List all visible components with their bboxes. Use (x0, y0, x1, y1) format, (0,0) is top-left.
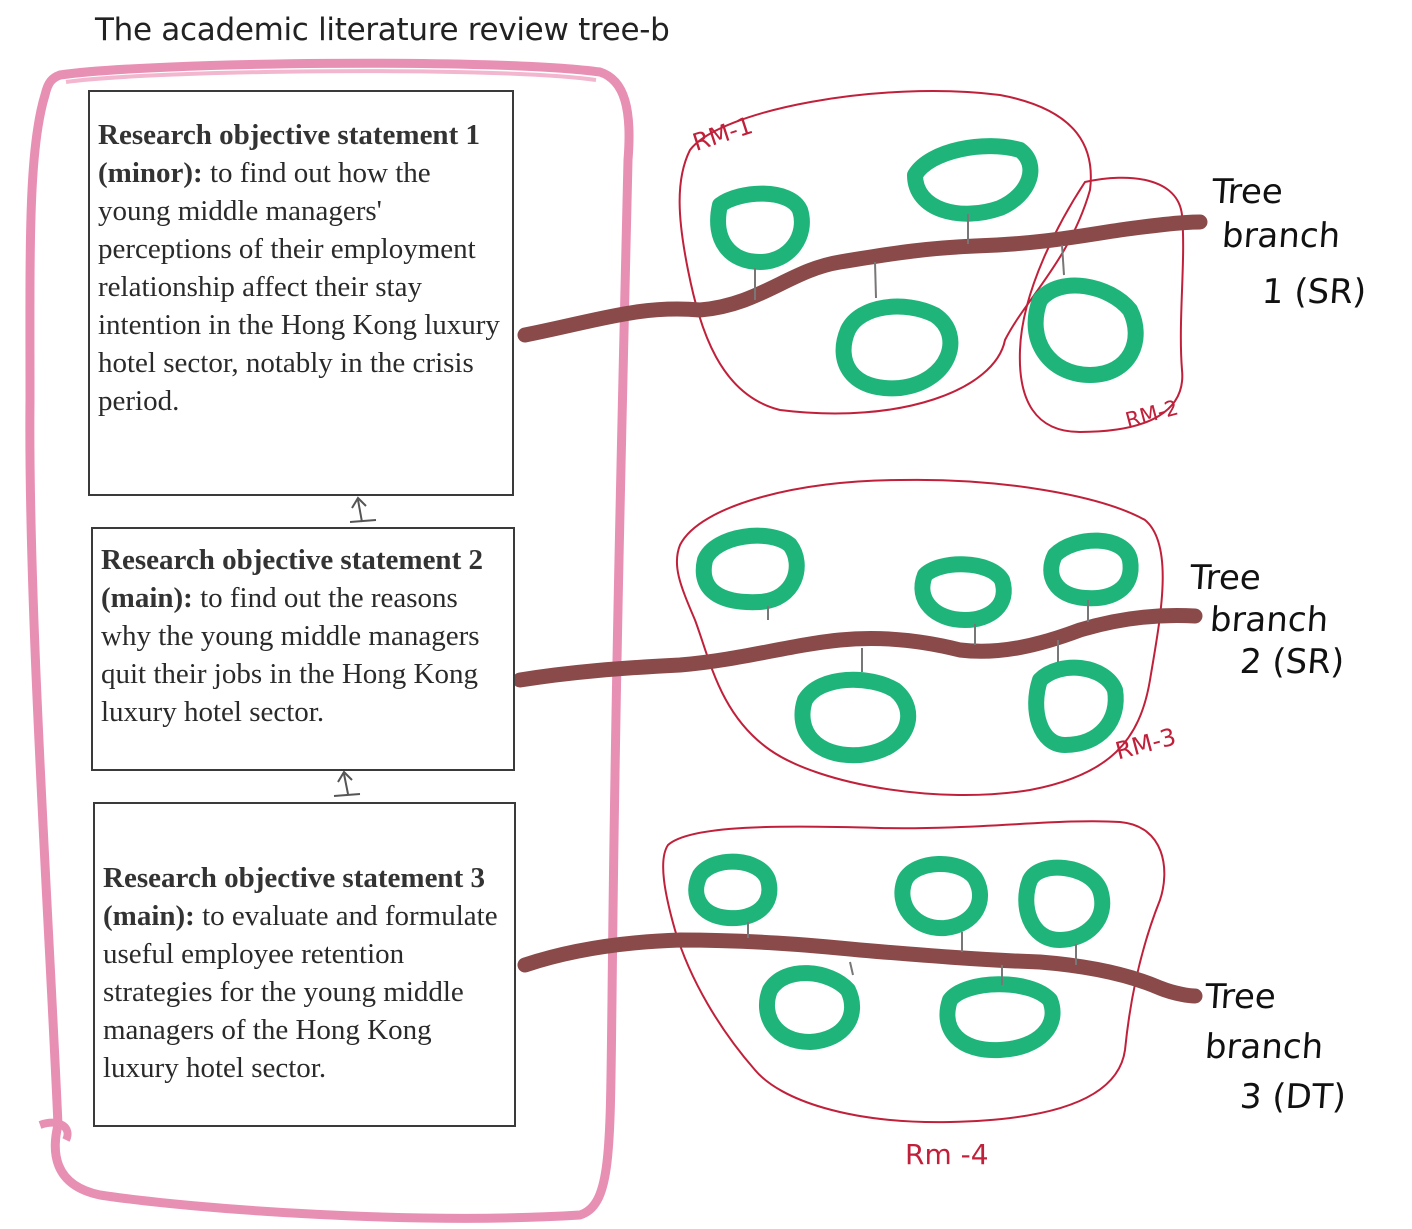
leaf-5 (695, 527, 805, 611)
page-title: The academic literature review tree-b (95, 12, 670, 48)
branch-2-label-line3: 2 (SR) (1238, 642, 1346, 682)
leaf-8 (794, 671, 917, 764)
arrow-up-icon-2 (333, 770, 361, 797)
leaf-14 (939, 976, 1061, 1059)
rm-1-outline (678, 90, 1092, 415)
objective-box-1: Research objective statement 1 (minor): … (88, 90, 514, 496)
branch-3-label-line1: Tree (1203, 977, 1278, 1017)
rm-4-outline (662, 820, 1166, 1124)
rm-3-outline (675, 478, 1164, 797)
objective-3-heading: Research objective statement 3 (main): (103, 862, 485, 932)
leaf-1 (710, 185, 810, 270)
rm-2-outline (1018, 176, 1185, 434)
objective-box-2: Research objective statement 2 (main): t… (91, 527, 515, 771)
leaf-11 (894, 856, 988, 937)
tree-branch-3 (517, 932, 1203, 1004)
branch-1-label-line1: Tree (1210, 172, 1285, 212)
branch-2-label-line2: branch (1208, 600, 1330, 640)
tree-branch-1 (517, 214, 1208, 343)
branch-1-label-line3: 1 (SR) (1260, 272, 1368, 312)
branch-3-label-line3: 3 (DT) (1238, 1077, 1348, 1117)
pink-enclosure (25, 58, 634, 1223)
leaf-9 (1028, 659, 1124, 753)
objective-1-heading: Research objective statement 1 (minor): (98, 119, 480, 189)
leaf-13 (758, 965, 861, 1050)
objective-box-3: Research objective statement 3 (main): t… (93, 802, 516, 1127)
leaf-10 (688, 853, 778, 927)
objective-3-text: to evaluate and formulate useful employe… (103, 900, 498, 1084)
leaf-4 (1027, 277, 1144, 383)
leaf-6 (914, 556, 1012, 628)
branch-1-label-line2: branch (1220, 216, 1342, 256)
arrow-up-icon-1 (349, 496, 377, 523)
leaf-12 (1018, 859, 1111, 948)
leaf-3 (835, 298, 959, 397)
objective-2-heading: Research objective statement 2 (main): (101, 544, 483, 614)
tree-branch-2 (512, 608, 1203, 688)
rm-4-label: Rm -4 (905, 1138, 989, 1171)
title-suffix: -b (639, 12, 670, 48)
objective-2-text: to find out the reasons why the young mi… (101, 582, 480, 728)
objective-1-text: to find out how the young middle manager… (98, 157, 500, 417)
title-text: The academic literature review tree (95, 12, 640, 48)
branch-2-label-line1: Tree (1188, 558, 1263, 598)
leaf-7 (1043, 532, 1139, 607)
branch-3-label-line2: branch (1203, 1027, 1325, 1067)
leaf-2 (907, 138, 1039, 222)
